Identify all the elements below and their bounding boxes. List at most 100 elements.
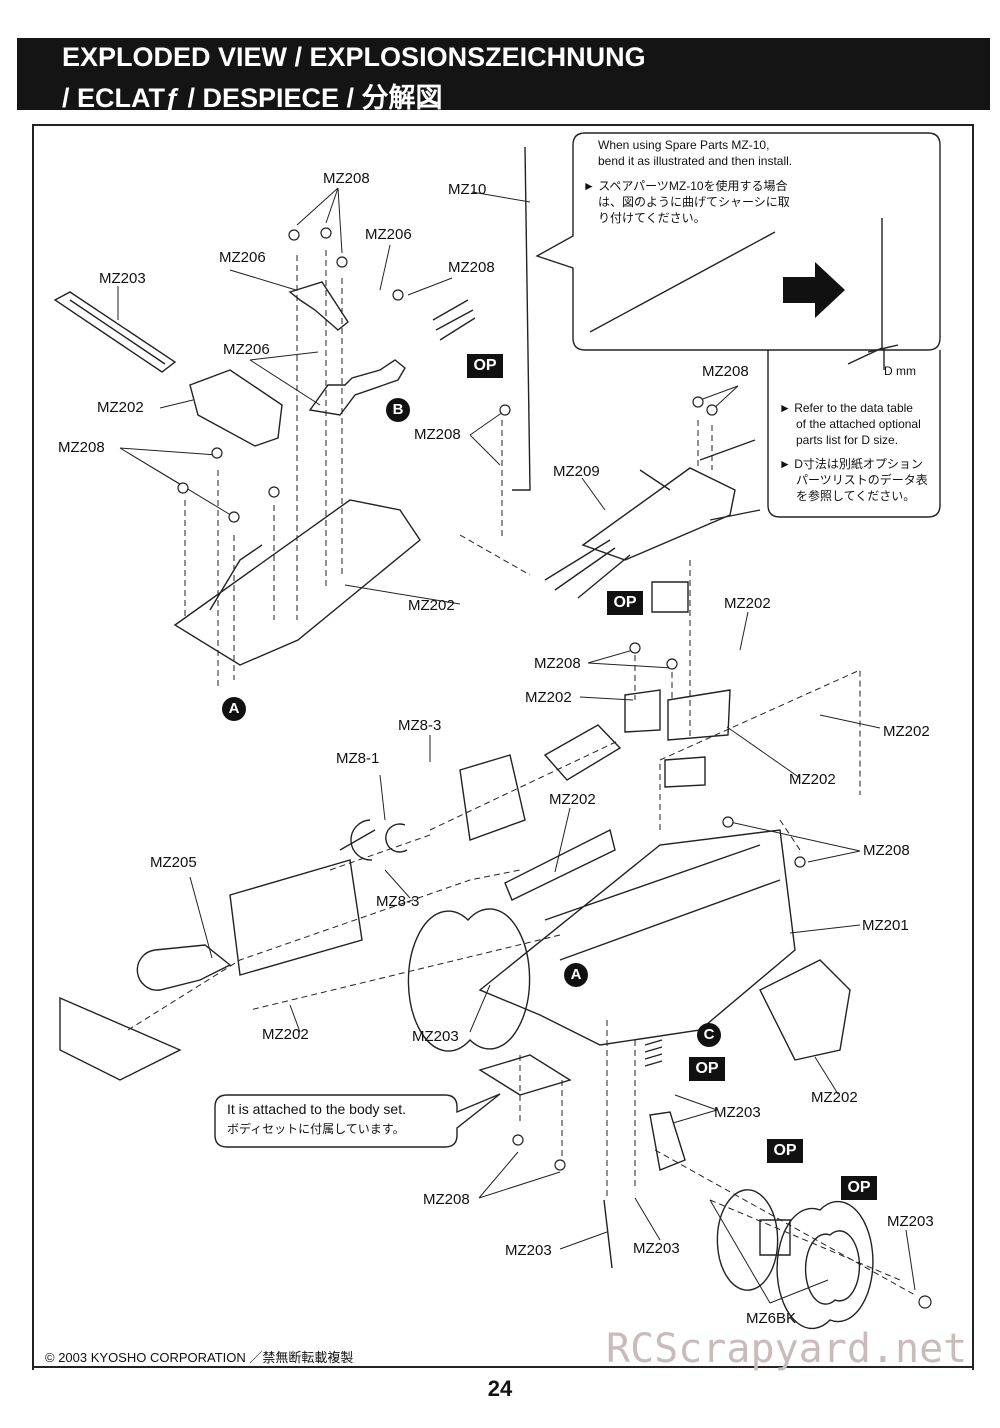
label-mz202: MZ202 — [97, 399, 144, 416]
watermark: RCScrapyard.net — [606, 1326, 968, 1372]
label-mz202: MZ202 — [408, 597, 455, 614]
part-kingpin — [603, 1199, 613, 1269]
label-mz203: MZ203 — [633, 1240, 680, 1257]
part-mz205-assembly — [136, 944, 232, 991]
op-marker: OP — [467, 354, 503, 378]
op-marker: OP — [689, 1057, 725, 1081]
d-size-note-jp1: ► D寸法は別紙オプション — [779, 457, 923, 471]
part-mz8-gears — [339, 819, 408, 861]
part-tyre — [776, 1200, 874, 1330]
label-mz208: MZ208 — [702, 363, 749, 380]
label-mz6bk: MZ6BK — [746, 1310, 797, 1327]
label-mz209: MZ209 — [553, 463, 600, 480]
label-mz202: MZ202 — [549, 791, 596, 808]
d-size-note-jp2: パーツリストのデータ表 — [796, 473, 928, 487]
part-mz206-spring — [432, 299, 476, 341]
dimension-lines — [867, 344, 899, 370]
part-mz203-arm — [53, 291, 177, 373]
page-number: 24 — [487, 1376, 513, 1401]
d-size-note-en3: parts list for D size. — [796, 433, 899, 447]
part-mz202-terminals — [624, 689, 731, 788]
spare-note-jp2: は、図のように曲げてシャーシに取 — [598, 195, 790, 209]
part-spring — [644, 1039, 663, 1067]
label-mz8-3: MZ8-3 — [376, 893, 420, 910]
label-mz208: MZ208 — [423, 1191, 470, 1208]
label-mz205: MZ205 — [150, 854, 197, 871]
spare-note-jp3: り付けてください。 — [598, 211, 706, 225]
screws — [177, 227, 932, 1309]
label-mz208: MZ208 — [534, 655, 581, 672]
assembly-axes — [127, 250, 916, 1296]
part-mz201-chassis — [478, 829, 796, 1046]
part-mz209-wires — [544, 439, 761, 599]
spare-note-line2: bend it as illustrated and then install. — [598, 154, 793, 168]
page-header: EXPLODED VIEW / EXPLOSIONSZEICHNUNG / EC… — [17, 38, 990, 113]
label-mz202: MZ202 — [789, 771, 836, 788]
label-mz203: MZ203 — [505, 1242, 552, 1259]
part-mz202-top-cover — [189, 369, 283, 447]
label-mz201: MZ201 — [862, 917, 909, 934]
diagram-frame — [32, 124, 974, 1370]
label-mz203: MZ203 — [714, 1104, 761, 1121]
label-mz206: MZ206 — [365, 226, 412, 243]
part-mz202-end-plate — [59, 996, 182, 1081]
part-mz209-board — [581, 467, 736, 561]
marker-c: C — [697, 1023, 721, 1047]
part-upright — [649, 1111, 686, 1171]
dimension-label: D mm — [884, 364, 916, 378]
label-mz206: MZ206 — [223, 341, 270, 358]
part-gear-plate — [459, 754, 526, 841]
header-title-line2: / ECLATƒ / DESPIECE / 分解図 — [62, 83, 443, 113]
d-size-note-en2: of the attached optional — [796, 417, 921, 431]
part-mz202-right-cover — [759, 959, 851, 1061]
part-mz202-body-plate — [478, 1054, 572, 1096]
label-mz208: MZ208 — [448, 259, 495, 276]
part-mz206-mount — [308, 359, 406, 416]
label-mz203: MZ203 — [99, 270, 146, 287]
label-mz202: MZ202 — [262, 1026, 309, 1043]
part-mz202-rear-plate — [173, 499, 421, 666]
spare-note-jp1: ► スペアパーツMZ-10を使用する場合 — [583, 179, 788, 193]
d-size-note-en1: ► Refer to the data table — [779, 401, 913, 415]
header-title-line1: EXPLODED VIEW / EXPLOSIONSZEICHNUNG — [62, 42, 646, 72]
label-mz202: MZ202 — [883, 723, 930, 740]
part-mz202-side-plate — [229, 859, 363, 976]
part-front-tyre — [407, 908, 531, 1052]
spare-note-line1: When using Spare Parts MZ-10, — [598, 138, 770, 152]
body-note-line2: ボディセットに付属しています。 — [227, 1122, 405, 1136]
label-mz202: MZ202 — [811, 1089, 858, 1106]
label-mz203: MZ203 — [887, 1213, 934, 1230]
label-mz208: MZ208 — [323, 170, 370, 187]
copyright-text: © 2003 KYOSHO CORPORATION ／禁無断転載複製 — [45, 1350, 354, 1365]
label-mz208: MZ208 — [414, 426, 461, 443]
op-marker: OP — [607, 591, 643, 615]
op-marker: OP — [841, 1176, 877, 1200]
label-mz202: MZ202 — [525, 689, 572, 706]
body-note-line1: It is attached to the body set. — [227, 1101, 406, 1117]
frame-bottom-rule — [32, 1366, 974, 1368]
part-op-crystal — [651, 581, 689, 613]
arrow-icon — [783, 262, 845, 318]
marker-a: A — [564, 963, 588, 987]
label-mz8-1: MZ8-1 — [336, 750, 380, 767]
label-mz8-3: MZ8-3 — [398, 717, 442, 734]
part-mz206-bracket — [288, 281, 349, 331]
op-marker: OP — [767, 1139, 803, 1163]
label-mz202: MZ202 — [724, 595, 771, 612]
marker-a: A — [222, 697, 246, 721]
label-mz206: MZ206 — [219, 249, 266, 266]
body-callout-bubble — [214, 1093, 501, 1148]
part-mz10-wire — [512, 146, 531, 491]
d-size-note-jp3: を参照してください。 — [796, 489, 916, 503]
marker-b: B — [386, 398, 410, 422]
label-mz203: MZ203 — [412, 1028, 459, 1045]
leader-lines — [117, 187, 916, 1304]
label-mz10: MZ10 — [448, 181, 487, 198]
spare-wire-bent — [847, 218, 883, 365]
label-mz208: MZ208 — [863, 842, 910, 859]
part-mz202-long-cover — [504, 828, 616, 901]
spare-wire-straight — [589, 231, 776, 333]
part-wheel-rim — [716, 1189, 791, 1291]
spare-callout-bubble — [535, 132, 941, 518]
